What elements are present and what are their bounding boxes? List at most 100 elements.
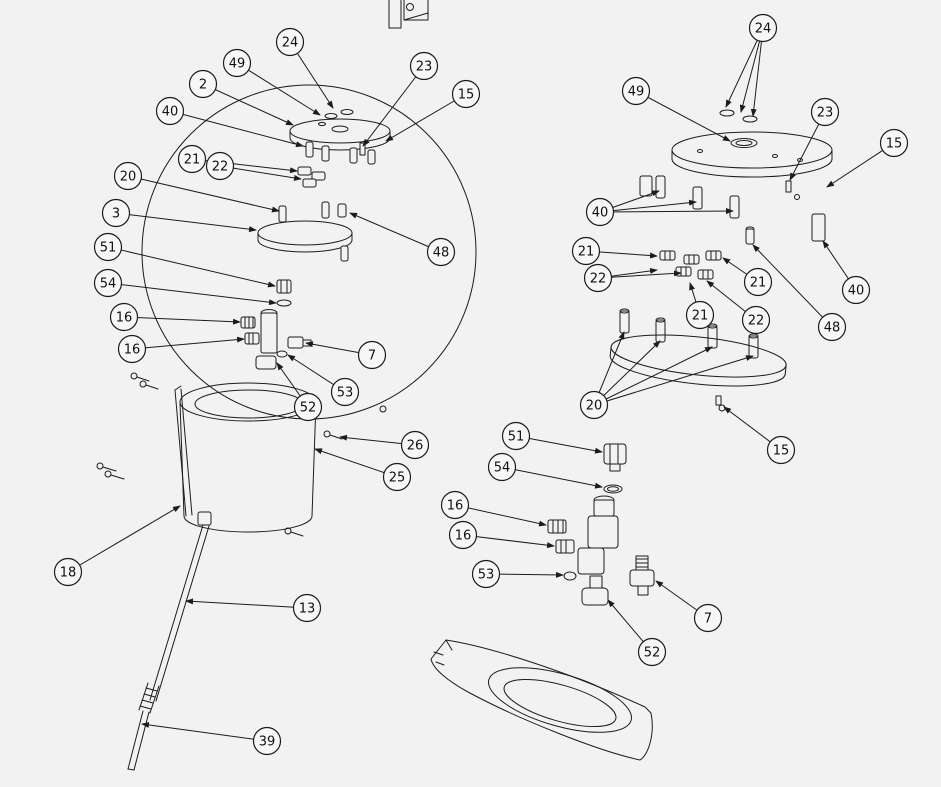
balloon-circle: [357, 340, 387, 370]
callout-balloon-22: 22: [741, 305, 771, 335]
leader-line-40: [169, 110, 304, 148]
callout-balloon-7: 7: [693, 603, 723, 633]
balloon-circle: [382, 462, 412, 492]
leader-line-51: [107, 246, 276, 288]
callout-balloon-15: 15: [879, 128, 909, 158]
balloon-label: 53: [478, 568, 495, 583]
balloon-circle: [330, 377, 360, 407]
balloon-circle: [93, 268, 123, 298]
balloon-label: 23: [817, 106, 834, 121]
leader-line-20: [593, 355, 754, 406]
balloon-circle: [810, 97, 840, 127]
leader-line-49: [236, 62, 321, 116]
dip-tube: [127, 511, 212, 771]
callout-balloon-21: 21: [177, 144, 207, 174]
balloon-label: 54: [100, 277, 117, 292]
leader-line-20: [593, 346, 713, 406]
balloon-label: 7: [704, 612, 712, 627]
callout-balloon-52: 52: [293, 392, 323, 422]
callout-balloon-24: 24: [275, 27, 305, 57]
callout-balloon-7: 7: [357, 340, 387, 370]
balloon-label: 16: [447, 499, 464, 514]
callout-balloon-13: 13: [292, 593, 322, 623]
callout-balloon-21: 21: [571, 236, 601, 266]
left-nuts: [297, 166, 326, 188]
callout-balloon-21: 21: [743, 267, 773, 297]
leader-line-20: [593, 340, 661, 406]
balloon-circle: [501, 421, 531, 451]
leader-line-54: [107, 282, 277, 306]
callout-balloon-15: 15: [766, 435, 796, 465]
balloon-circle: [571, 236, 601, 266]
leader-line-13: [185, 598, 308, 609]
balloon-label: 21: [578, 245, 595, 260]
callout-balloon-16: 16: [440, 490, 470, 520]
callout-balloon-51: 51: [501, 421, 531, 451]
callout-balloon-49: 49: [621, 76, 651, 106]
leader-line-49: [635, 90, 731, 142]
leader-line-40: [599, 208, 734, 215]
balloon-label: 49: [628, 85, 645, 100]
callout-balloon-26: 26: [400, 430, 430, 460]
balloon-label: 22: [212, 160, 229, 175]
balloon-label: 24: [755, 22, 772, 37]
callout-balloon-22: 22: [205, 151, 235, 181]
balloon-label: 52: [644, 646, 661, 661]
leader-line-24: [725, 27, 764, 108]
balloon-label: 3: [112, 207, 120, 222]
leader-line-54: [501, 466, 603, 489]
balloon-circle: [487, 452, 517, 482]
balloon-circle: [409, 51, 439, 81]
callout-balloon-3: 3: [101, 198, 131, 228]
right-valve-parts: [547, 443, 655, 606]
balloon-circle: [471, 559, 501, 589]
balloon-label: 20: [586, 399, 603, 414]
callout-balloon-53: 53: [471, 559, 501, 589]
balloon-circle: [275, 27, 305, 57]
callout-balloon-18: 18: [53, 557, 83, 587]
leader-line-48: [349, 212, 442, 253]
balloon-circle: [53, 557, 83, 587]
balloon-circle: [292, 593, 322, 623]
balloon-circle: [743, 267, 773, 297]
balloon-label: 7: [368, 349, 376, 364]
callout-balloon-53: 53: [330, 377, 360, 407]
balloon-circle: [205, 151, 235, 181]
leader-line-16: [131, 336, 245, 350]
leader-line-23: [362, 65, 425, 147]
balloon-label: 52: [300, 401, 317, 416]
balloon-circle: [583, 263, 613, 293]
balloon-label: 26: [407, 439, 424, 454]
balloon-label: 40: [848, 284, 865, 299]
balloon-circle: [879, 128, 909, 158]
callout-balloon-39: 39: [252, 726, 282, 756]
balloon-label: 25: [389, 471, 406, 486]
callout-balloon-20: 20: [113, 161, 143, 191]
balloon-circle: [741, 305, 771, 335]
balloon-label: 24: [282, 36, 299, 51]
balloon-circle: [448, 520, 478, 550]
balloon-circle: [188, 69, 218, 99]
leader-line-48: [752, 244, 833, 328]
balloon-circle: [293, 392, 323, 422]
balloon-circle: [766, 435, 796, 465]
callout-balloon-21: 21: [685, 300, 715, 330]
leader-line-16: [462, 534, 555, 549]
balloon-label: 49: [229, 57, 246, 72]
top-clamp-part: [388, 0, 429, 29]
balloon-circle: [585, 197, 615, 227]
balloon-circle: [101, 198, 131, 228]
callout-balloon-16: 16: [109, 302, 139, 332]
base-plate: [430, 639, 653, 761]
leader-line-2: [202, 83, 294, 126]
balloon-label: 40: [592, 206, 609, 221]
balloon-circle: [579, 390, 609, 420]
leader-line-24: [739, 27, 764, 113]
balloon-label: 16: [455, 529, 472, 544]
balloon-label: 40: [162, 105, 179, 120]
callout-balloon-25: 25: [382, 462, 412, 492]
balloon-label: 22: [590, 272, 607, 287]
left-adapter-plate: [257, 201, 353, 262]
